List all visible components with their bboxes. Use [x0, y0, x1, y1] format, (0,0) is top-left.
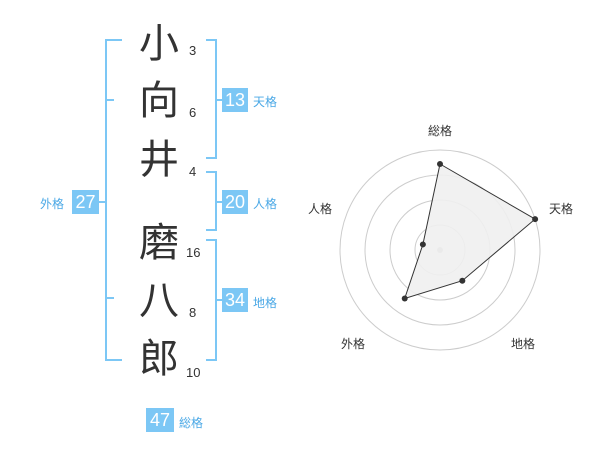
stroke-count-1: 3 — [189, 43, 197, 58]
radar-label-jinkaku: 人格 — [308, 202, 333, 216]
radar-label-soukaku: 総格 — [428, 124, 453, 138]
name-char-6: 郎 — [139, 336, 179, 382]
soukaku-value: 47 — [146, 408, 174, 432]
radar-point-1 — [437, 161, 443, 167]
stroke-count-3: 4 — [189, 164, 197, 179]
tenkaku-value: 13 — [222, 88, 248, 112]
jinkaku-value: 20 — [222, 190, 248, 214]
chikaku-value: 34 — [222, 288, 248, 312]
radar-point-3 — [459, 277, 466, 284]
name-char-3: 井 — [139, 137, 179, 183]
radar-point-2 — [532, 216, 539, 223]
radar-label-chikaku: 地格 — [511, 337, 536, 351]
stroke-count-2: 6 — [189, 105, 197, 120]
chikaku-label: 地格 — [253, 296, 278, 310]
radar-label-gaikaku: 外格 — [341, 337, 366, 351]
soukaku-label: 総格 — [179, 416, 204, 430]
jinkaku-label: 人格 — [253, 197, 278, 211]
radar-grid-ring — [339, 149, 541, 351]
radar-point-5 — [419, 241, 426, 248]
name-char-1: 小 — [139, 21, 179, 67]
radar-score-polygon — [403, 163, 536, 300]
name-char-4: 磨 — [139, 220, 179, 266]
gaikaku-label: 外格 — [40, 197, 65, 211]
stroke-count-5: 8 — [189, 305, 197, 320]
stroke-count-6: 10 — [186, 365, 201, 380]
radar-point-4 — [401, 295, 408, 302]
name-char-5: 八 — [139, 278, 179, 324]
radar-label-tenkaku: 天格 — [549, 202, 574, 216]
name-char-2: 向 — [139, 78, 179, 124]
tenkaku-label: 天格 — [253, 95, 278, 109]
stroke-count-4: 16 — [186, 245, 201, 260]
gaikaku-value: 27 — [72, 190, 99, 214]
